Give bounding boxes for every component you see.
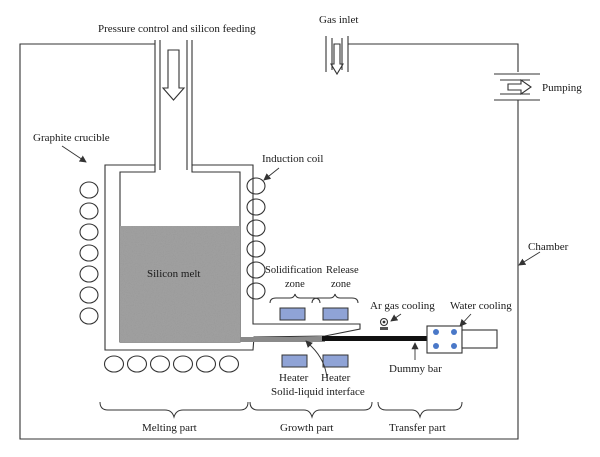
ar-gas-cooling-label: Ar gas cooling — [370, 300, 435, 312]
melting-part-brace — [99, 401, 249, 419]
induction-coil-left — [79, 181, 99, 325]
chamber-wall — [19, 43, 519, 440]
release-zone-label: Release — [326, 265, 359, 276]
gas-inlet-pipe — [325, 36, 349, 72]
melt-channel — [240, 337, 325, 342]
graphite-crucible-leader — [61, 145, 87, 163]
gas-inlet-label: Gas inlet — [319, 14, 358, 26]
induction-coil-leader — [263, 167, 280, 181]
cooling-dot — [433, 343, 439, 349]
water-cooling-block — [426, 325, 498, 354]
pressure-control-label: Pressure control and silicon feeding — [98, 23, 256, 35]
pumping-gap-mask — [512, 72, 524, 100]
feed-arrow-icon — [161, 49, 186, 101]
induction-coil-right — [246, 177, 266, 300]
heater-top-left — [279, 307, 306, 321]
chamber-leader — [518, 251, 541, 266]
chamber-label: Chamber — [528, 241, 569, 253]
pumping-arrow-icon — [507, 78, 532, 96]
ar-gas-nozzle-icon — [379, 317, 389, 330]
cooling-dot — [433, 329, 439, 335]
dummy-bar-label: Dummy bar — [389, 363, 442, 375]
gas-inlet-arrow-icon — [330, 43, 344, 76]
heater-top-right — [322, 307, 349, 321]
solid-liquid-interface-label: Solid-liquid interface — [271, 386, 365, 398]
heater-bottom-right — [322, 354, 349, 368]
graphite-crucible-label: Graphite crucible — [33, 132, 110, 144]
growth-part-label: Growth part — [280, 422, 333, 434]
solidification-zone-label-2: zone — [285, 279, 305, 290]
ar-gas-cooling-leader — [390, 313, 402, 322]
induction-coil-bottom — [103, 355, 240, 373]
silicon-melt-label: Silicon melt — [147, 268, 200, 280]
cooling-dot — [451, 343, 457, 349]
transfer-part-label: Transfer part — [389, 422, 446, 434]
solidification-zone-label: Solidification — [265, 265, 323, 276]
release-zone-brace — [311, 293, 359, 304]
pumping-pipe — [494, 73, 540, 101]
dummy-bar — [322, 336, 446, 341]
growth-part-brace — [249, 401, 373, 419]
silicon-melt-texture — [120, 226, 240, 342]
water-cooling-leader — [459, 313, 472, 327]
heater-bottom-left — [281, 354, 308, 368]
water-cooling-label: Water cooling — [450, 300, 512, 312]
induction-coil-label: Induction coil — [262, 153, 323, 165]
transfer-part-brace — [377, 401, 463, 419]
solid-liquid-interface-leader — [305, 340, 328, 379]
feed-tube — [154, 40, 193, 170]
heater-right-label: Heater — [321, 372, 351, 384]
release-zone-label-2: zone — [331, 279, 351, 290]
heater-left-label: Heater — [279, 372, 309, 384]
melting-part-label: Melting part — [142, 422, 197, 434]
pumping-label: Pumping — [542, 82, 582, 94]
cooling-dot — [451, 329, 457, 335]
